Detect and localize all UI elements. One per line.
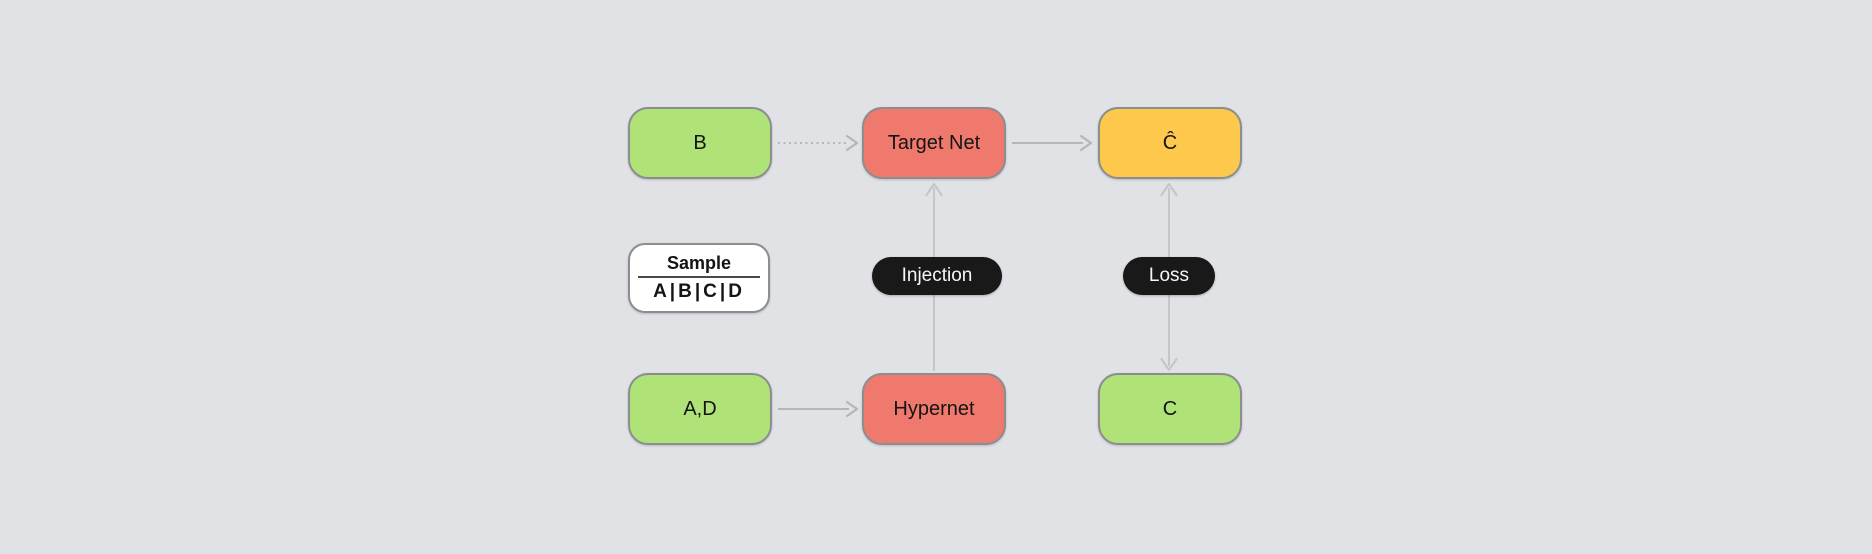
pill-loss-label: Loss [1148,265,1190,286]
node-sample: Sample A|B|C|D [628,243,770,313]
arrow-target-net-to-c-hat [1012,134,1093,152]
node-c-hat: Ĉ [1098,107,1242,179]
node-target-net: Target Net [862,107,1006,179]
arrow-b-to-target-net [778,134,859,152]
pill-injection-label: Injection [901,265,973,286]
pill-loss: Loss [1123,257,1215,295]
arrow-ad-to-hypernet [778,400,859,418]
node-b: B [628,107,772,179]
node-b-label: B [693,131,707,154]
node-hypernet: Hypernet [862,373,1006,445]
node-a-d: A,D [628,373,772,445]
node-a-d-label: A,D [683,397,717,420]
node-c: C [1098,373,1242,445]
sample-items: A|B|C|D [653,281,745,302]
node-c-hat-label: Ĉ [1162,131,1178,154]
pill-injection: Injection [872,257,1002,295]
node-target-net-label: Target Net [887,131,981,154]
node-c-label: C [1162,397,1178,420]
node-hypernet-label: Hypernet [893,397,975,420]
sample-title: Sample [666,253,732,273]
sample-divider [638,276,760,278]
